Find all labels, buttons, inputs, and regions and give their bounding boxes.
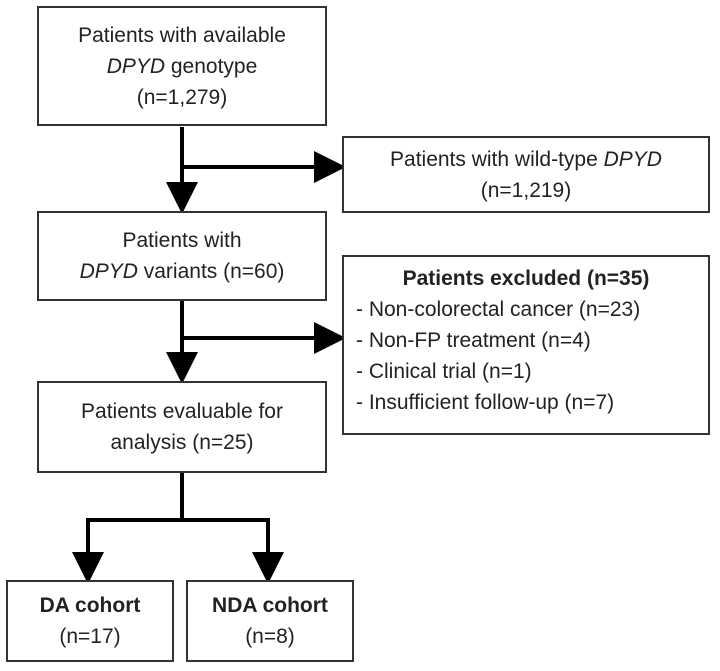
evaluable-line1: Patients evaluable for: [81, 400, 283, 423]
box-da-cohort: DA cohort (n=17): [6, 580, 174, 662]
excluded-item: - Non-FP treatment (n=4): [356, 329, 591, 352]
excluded-title: Patients excluded (n=35): [402, 267, 650, 290]
wild-type-count: (n=1,219): [480, 178, 572, 202]
evaluable-line2: analysis (n=25): [110, 431, 254, 454]
box-evaluable: Patients evaluable for analysis (n=25): [37, 381, 327, 473]
wild-type-gene: DPYD: [603, 147, 662, 171]
box-wild-type: Patients with wild-type DPYD (n=1,219): [342, 136, 710, 213]
box-nda-cohort: NDA cohort (n=8): [186, 580, 354, 662]
box-dpyd-variants: Patients with DPYD variants (n=60): [37, 211, 327, 301]
box-patients-excluded: Patients excluded (n=35) - Non-colorecta…: [342, 255, 710, 435]
genotype-gene: DPYD: [106, 54, 166, 78]
nda-title: NDA cohort: [212, 594, 328, 617]
variants-suffix: variants (n=60): [137, 260, 285, 283]
excluded-item: - Clinical trial (n=1): [356, 360, 532, 383]
wild-type-line1: Patients with wild-type DPYD: [344, 144, 708, 175]
genotype-count: (n=1,279): [136, 85, 228, 109]
wild-type-prefix: Patients with wild-type: [390, 147, 604, 171]
genotype-line2: DPYD genotype: [39, 51, 325, 82]
box-available-genotype: Patients with available DPYD genotype (n…: [37, 6, 327, 126]
variants-line2: DPYD variants (n=60): [39, 256, 325, 287]
variants-gene: DPYD: [79, 260, 138, 283]
da-title: DA cohort: [39, 594, 141, 617]
genotype-line1: Patients with available: [78, 23, 286, 47]
excluded-item: - Insufficient follow-up (n=7): [356, 391, 615, 414]
da-count: (n=17): [59, 625, 121, 648]
nda-count: (n=8): [245, 625, 295, 648]
variants-line1: Patients with: [122, 229, 242, 252]
excluded-item: - Non-colorectal cancer (n=23): [356, 298, 641, 321]
genotype-suffix: genotype: [165, 54, 258, 78]
